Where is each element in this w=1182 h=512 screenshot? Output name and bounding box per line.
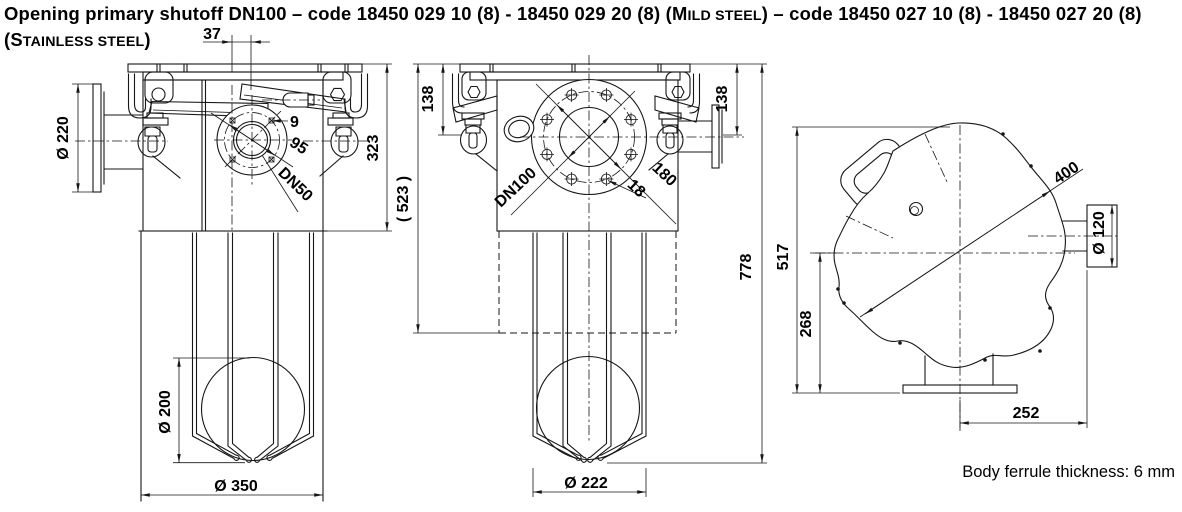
dim-180: 180 (649, 159, 680, 190)
side-left-clamp (451, 71, 498, 172)
dim-138-left: 138 (420, 86, 437, 113)
front-dn50-flange (210, 95, 299, 213)
dim-523: ( 523 ) (395, 176, 412, 222)
front-view: 37 Ø 220 323 Ø 200 Ø 350 9 95 DN50 (55, 26, 392, 502)
dim-37: 37 (203, 26, 221, 43)
side-dn100-flange: DN100 180 18 (492, 78, 680, 225)
drawing-title: Opening primary shutoff DN100 – code 184… (4, 3, 1142, 24)
dn100-bolts (540, 88, 638, 186)
dim-138-right: 138 (714, 86, 731, 113)
dim-120: Ø 120 (1091, 211, 1108, 255)
side-right-clamp (648, 71, 701, 171)
dim-323: 323 (365, 135, 382, 162)
side-centerlines (520, 55, 744, 443)
dim-222: Ø 222 (564, 475, 608, 492)
dim-350: Ø 350 (214, 478, 258, 495)
side-basket (532, 232, 647, 463)
dim-778: 778 (738, 254, 755, 281)
dim-268: 268 (798, 311, 815, 338)
front-plug (262, 92, 320, 108)
side-plug-port (503, 115, 535, 143)
side-right-nozzle (677, 104, 723, 169)
front-left-clamp (127, 71, 269, 179)
side-view: DN100 180 18 ( 523 ) (395, 55, 767, 497)
dim-400: 400 (1051, 159, 1083, 188)
top-view: Ø 120 400 517 268 252 (775, 122, 1120, 432)
front-dimensions: 37 Ø 220 323 Ø 200 Ø 350 9 95 DN50 (55, 26, 392, 497)
front-right-clamp (239, 71, 369, 177)
side-lid (459, 63, 691, 81)
body-outline (833, 122, 1066, 368)
dim-252: 252 (1013, 405, 1040, 422)
weld-ticks (836, 132, 1052, 362)
front-left-nozzle (92, 83, 144, 193)
dim-95: 95 (286, 134, 310, 158)
front-body (138, 79, 328, 502)
dim-220: Ø 220 (55, 116, 72, 160)
dim-9: 9 (290, 114, 299, 131)
note-text: Body ferrule thickness: 6 mm (962, 463, 1175, 481)
dim-517: 517 (775, 244, 792, 271)
front-basket (191, 232, 315, 463)
label-dn100: DN100 (492, 164, 540, 210)
side-dimensions: ( 523 ) 138 138 778 Ø 222 (395, 63, 767, 497)
dim-200: Ø 200 (157, 390, 174, 434)
drawing-title-line2: (STAINLESS STEEL) (4, 29, 151, 50)
